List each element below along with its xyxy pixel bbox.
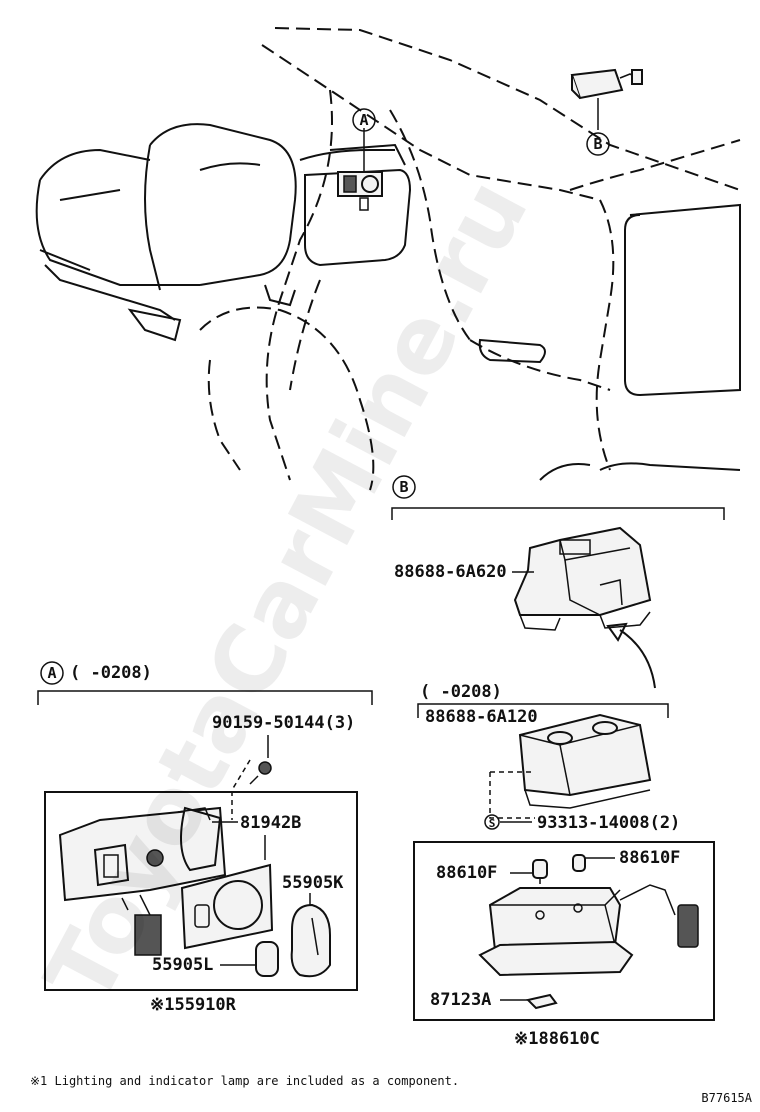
- part-label-88610c: ※188610C: [514, 1029, 600, 1049]
- section-a: A ( -0208) 90159-50144(3) 81942B: [37, 661, 373, 1015]
- knob-55905k: [290, 903, 331, 978]
- part-label-93313-14008: 93313-14008(2): [537, 813, 680, 833]
- part-label-88610f-right: 88610F: [619, 848, 680, 868]
- bulb-88610f-right: [572, 854, 586, 872]
- screw-90159-50144: [249, 761, 272, 785]
- vehicle-interior-overview: [35, 27, 741, 491]
- part-label-87123a: 87123A: [430, 990, 491, 1010]
- plate-81942b: [180, 863, 274, 950]
- bulb-88610f-left: [532, 859, 548, 884]
- svg-text:A: A: [359, 111, 368, 129]
- s-symbol: S: [489, 817, 496, 830]
- range-label-a: ( -0208): [70, 663, 152, 683]
- part-label-55905k: 55905K: [282, 873, 344, 893]
- part-label-55910r: ※155910R: [150, 995, 237, 1015]
- lamp-88610c: [478, 884, 699, 1010]
- bracket-88688-6a620: [513, 526, 652, 631]
- switch-assembly-55910r: [58, 806, 227, 956]
- drawing-code: B77615A: [701, 1091, 752, 1105]
- knob-55905l: [255, 941, 279, 977]
- callout-a-label: A: [47, 664, 56, 682]
- part-label-90159-50144: 90159-50144(3): [212, 713, 355, 733]
- part-label-88688-6a620: 88688-6A620: [394, 562, 507, 582]
- section-b: B 88688-6A620 ( -0208) 88688-6A120: [391, 475, 725, 1049]
- range-label-b: ( -0208): [420, 682, 502, 702]
- box-55910r: [44, 791, 358, 991]
- callout-b-top: B: [586, 132, 610, 156]
- part-label-55905l: 55905L: [152, 955, 213, 975]
- callout-a-top: A: [352, 108, 376, 132]
- part-label-88610f-left: 88610F: [436, 863, 497, 883]
- bracket-88688-6a120: [518, 713, 652, 809]
- part-label-81942b: 81942B: [240, 813, 301, 833]
- footnote: ※1 Lighting and indicator lamp are inclu…: [30, 1074, 459, 1088]
- callout-b-label: B: [399, 478, 408, 496]
- part-label-88688-6a120: 88688-6A120: [425, 707, 538, 727]
- box-88610c: [413, 841, 715, 1021]
- svg-text:B: B: [593, 135, 602, 153]
